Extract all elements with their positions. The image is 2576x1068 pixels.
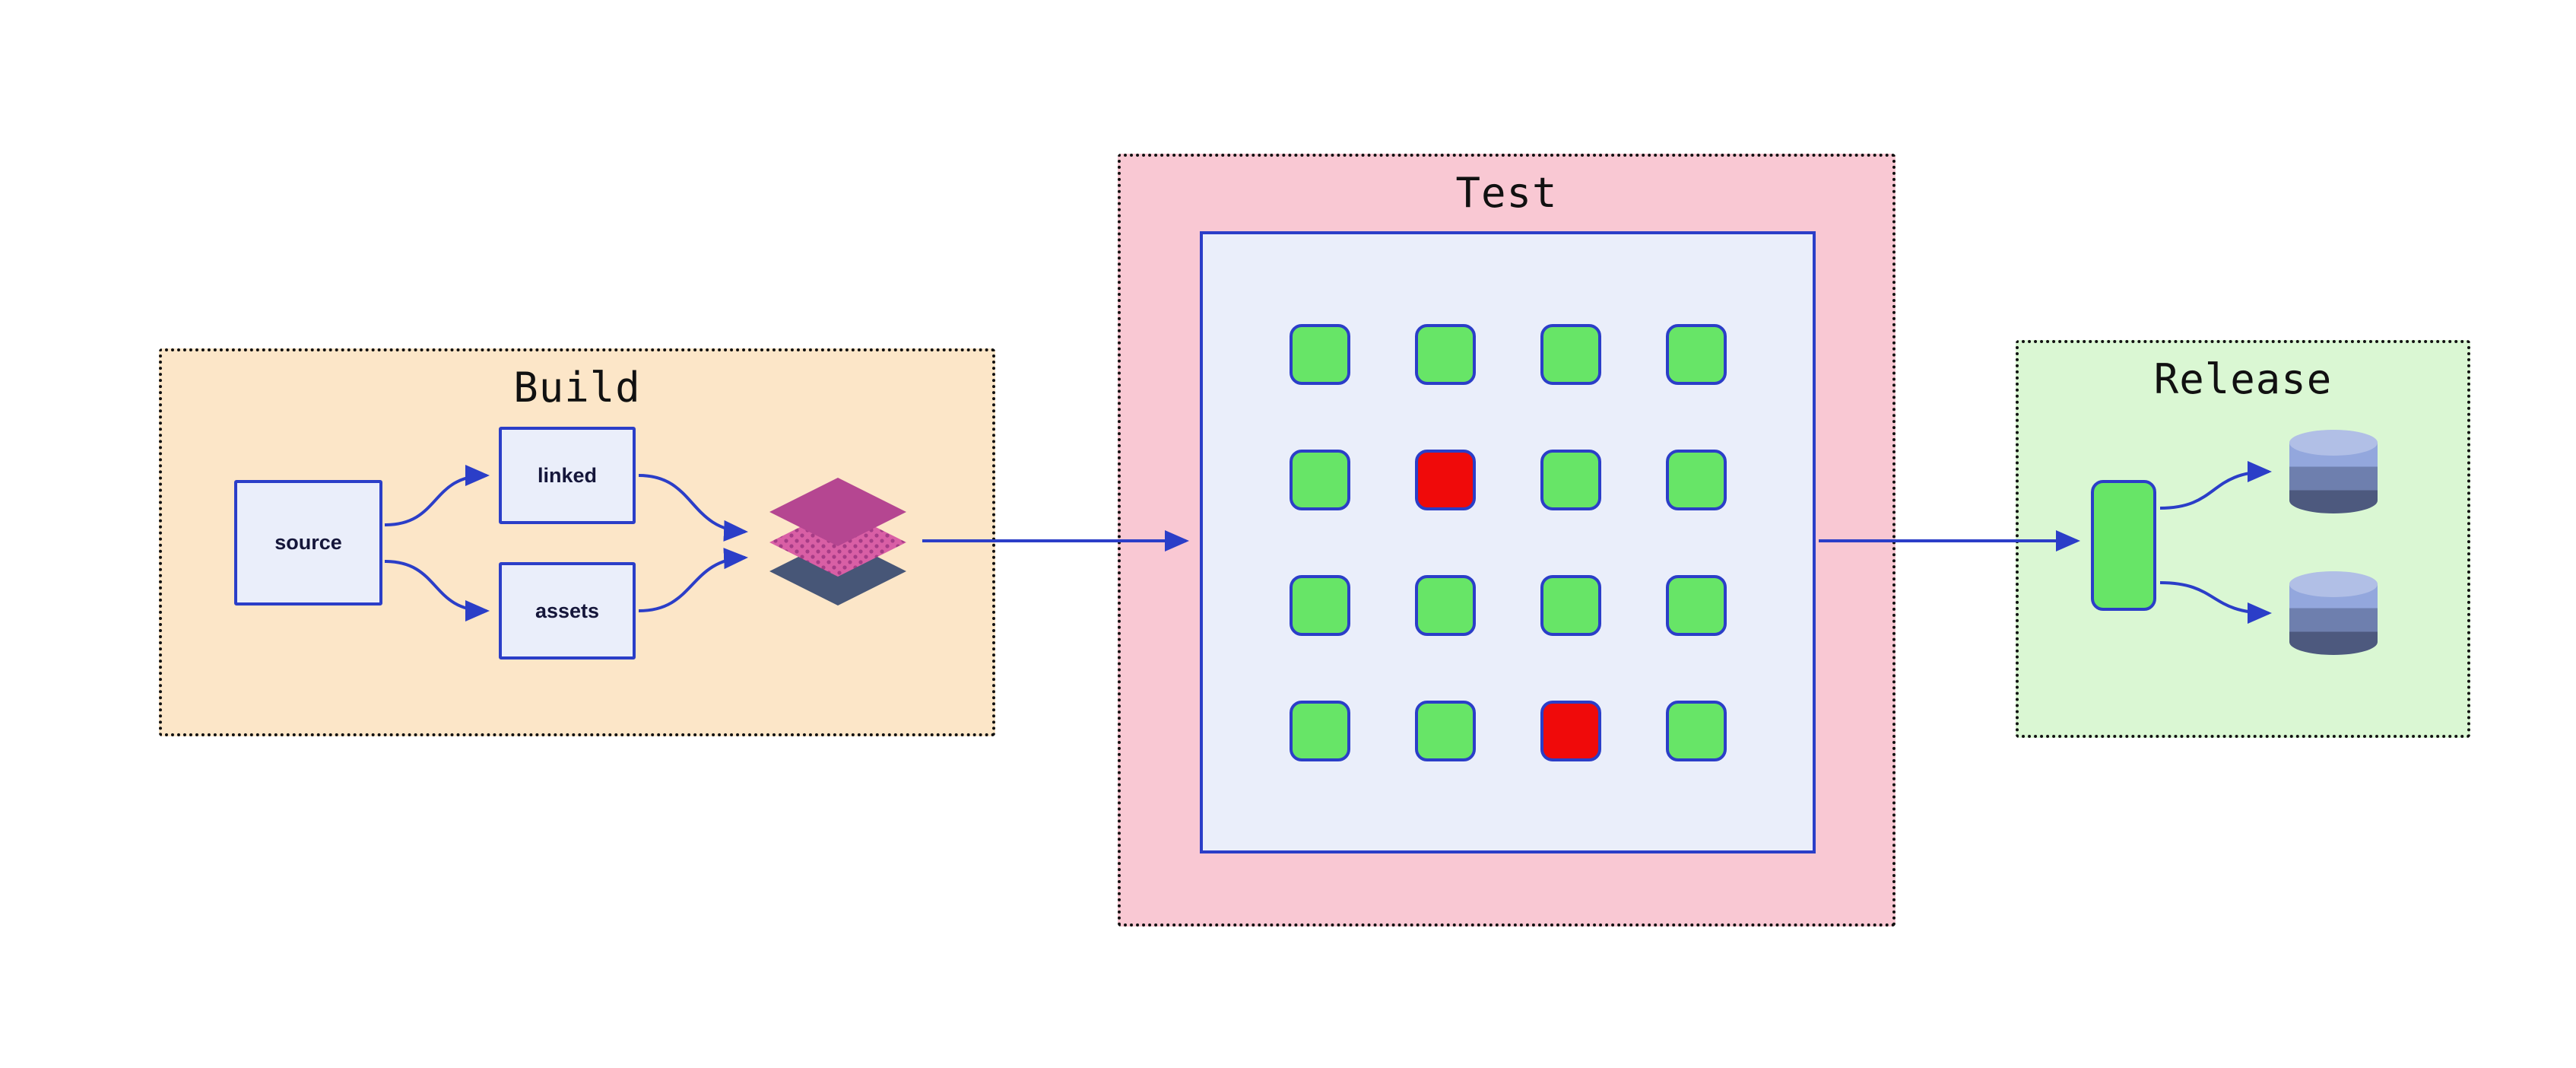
test-cell-pass [1414,323,1476,385]
test-cell-pass [1289,449,1350,510]
test-cell-fail [1414,449,1476,510]
build-stage-title: Build [513,364,641,412]
test-cell-pass [1414,574,1476,636]
database-icon [2283,564,2384,662]
test-stage-title: Test [1455,169,1558,217]
test-cell-pass [1665,700,1727,761]
test-cell-pass [1289,323,1350,385]
test-cell-pass [1665,449,1727,510]
linked-node: linked [499,427,636,524]
source-node: source [234,480,382,606]
release-stage-title: Release [2153,355,2333,403]
test-cell-pass [1540,323,1601,385]
layers-icon [757,469,920,625]
test-cell-pass [1289,700,1350,761]
release-node [2091,480,2156,611]
linked-node-label: linked [537,463,598,487]
test-cell-pass [1665,574,1727,636]
test-cell-pass [1540,574,1601,636]
test-cell-pass [1665,323,1727,385]
test-results-panel [1200,231,1816,853]
test-cell-fail [1540,700,1601,761]
test-cell-pass [1414,700,1476,761]
assets-node: assets [499,562,636,660]
source-node-label: source [274,531,342,554]
test-cell-pass [1289,574,1350,636]
test-grid [1289,323,1727,761]
database-icon [2283,423,2384,520]
release-stage: Release [2016,340,2470,738]
test-cell-pass [1540,449,1601,510]
assets-node-label: assets [535,599,600,622]
